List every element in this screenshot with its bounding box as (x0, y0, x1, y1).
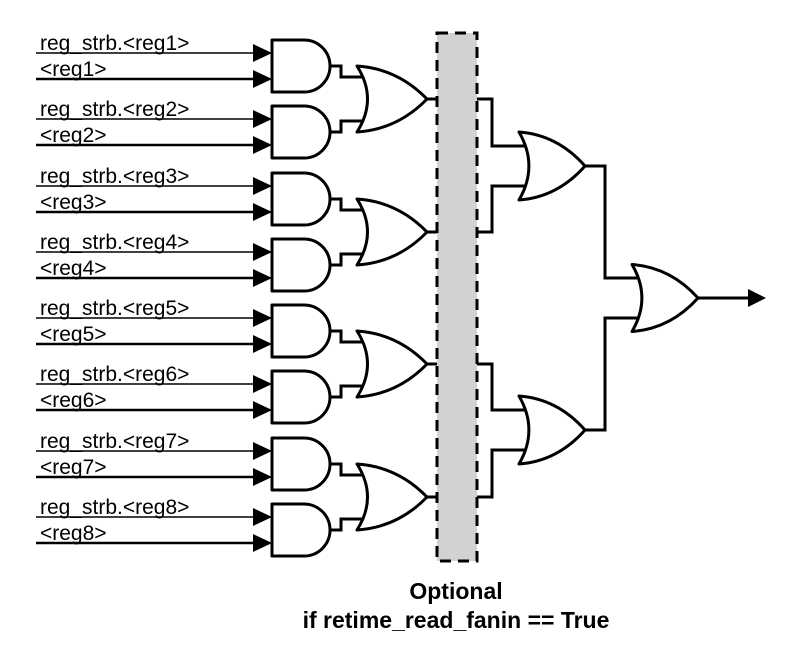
and-gate-5 (270, 303, 332, 359)
output-arrowhead (748, 289, 766, 307)
value-arrowhead-1 (253, 70, 272, 88)
input-label-value-5: <reg5> (40, 323, 107, 346)
input-label-strobe-5: reg_strb.<reg5> (40, 297, 189, 320)
and-gate-8 (270, 502, 332, 558)
value-arrowhead-2 (253, 136, 272, 154)
input-label-strobe-1: reg_strb.<reg1> (40, 32, 189, 55)
or-gate-stage2-4 (355, 462, 429, 532)
input-label-strobe-3: reg_strb.<reg3> (40, 165, 189, 188)
and-to-or-wire-2 (328, 119, 372, 134)
optional-caption-line1: Optional (409, 578, 502, 604)
arrows-layer (253, 44, 766, 552)
and-to-or-wire-5 (328, 329, 372, 344)
box-to-or3-wire-1 (477, 97, 530, 148)
labels-layer: reg_strb.<reg1> <reg1> reg_strb.<reg2> <reg… (40, 32, 189, 545)
strobe-arrowhead-6 (253, 375, 272, 393)
and-to-or-wire-6 (328, 384, 372, 399)
or-gate-final (630, 263, 700, 333)
and-to-or-wire-8 (328, 517, 372, 532)
and-gate-1 (270, 38, 332, 94)
input-label-strobe-6: reg_strb.<reg6> (40, 363, 189, 386)
input-label-strobe-2: reg_strb.<reg2> (40, 98, 189, 121)
input-label-strobe-8: reg_strb.<reg8> (40, 496, 189, 519)
strobe-arrowhead-4 (253, 243, 272, 261)
and-gate-4 (270, 237, 332, 293)
or-gate-stage2-3 (355, 329, 429, 399)
and-to-or-wire-7 (328, 462, 372, 477)
input-label-value-1: <reg1> (40, 58, 107, 81)
strobe-arrowhead-3 (253, 177, 272, 195)
input-label-strobe-4: reg_strb.<reg4> (40, 231, 189, 254)
strobe-arrowhead-5 (253, 309, 272, 327)
or-gate-stage2-2 (355, 197, 429, 267)
box-to-or3-wire-4 (477, 448, 530, 499)
or-gate-stage2-1 (355, 64, 429, 134)
strobe-arrowhead-7 (253, 442, 272, 460)
input-label-value-3: <reg3> (40, 191, 107, 214)
and-gate-6 (270, 369, 332, 425)
value-arrowhead-3 (253, 203, 272, 221)
and-gate-3 (270, 171, 332, 227)
strobe-arrowhead-8 (253, 508, 272, 526)
optional-retime-box (435, 31, 479, 563)
input-label-value-2: <reg2> (40, 124, 107, 147)
or-gate-stage3-bottom (517, 394, 587, 466)
input-label-value-4: <reg4> (40, 257, 107, 280)
value-arrowhead-7 (253, 468, 272, 486)
value-arrowhead-8 (253, 534, 272, 552)
or-gate-stage3-top (517, 130, 587, 202)
box-to-or3-wire-3 (477, 362, 530, 412)
input-label-value-8: <reg8> (40, 522, 107, 545)
box-to-or3-wire-2 (477, 184, 530, 234)
strobe-arrowhead-2 (253, 110, 272, 128)
and-to-or-wire-4 (328, 252, 372, 267)
value-arrowhead-4 (253, 269, 272, 287)
optional-caption-line2: if retime_read_fanin == True (303, 607, 610, 633)
wires-layer (36, 52, 748, 545)
and-to-or-wire-1 (328, 64, 372, 79)
input-label-value-7: <reg7> (40, 456, 107, 479)
gates-layer (270, 38, 700, 558)
input-label-value-6: <reg6> (40, 389, 107, 412)
and-to-or-wire-3 (328, 197, 372, 212)
or3-to-final-wire-2 (585, 316, 645, 432)
or3-to-final-wire-1 (585, 164, 645, 280)
and-gate-7 (270, 436, 332, 492)
value-arrowhead-6 (253, 401, 272, 419)
input-label-strobe-7: reg_strb.<reg7> (40, 430, 189, 453)
and-gate-2 (270, 104, 332, 160)
strobe-arrowhead-1 (253, 44, 272, 62)
value-arrowhead-5 (253, 335, 272, 353)
